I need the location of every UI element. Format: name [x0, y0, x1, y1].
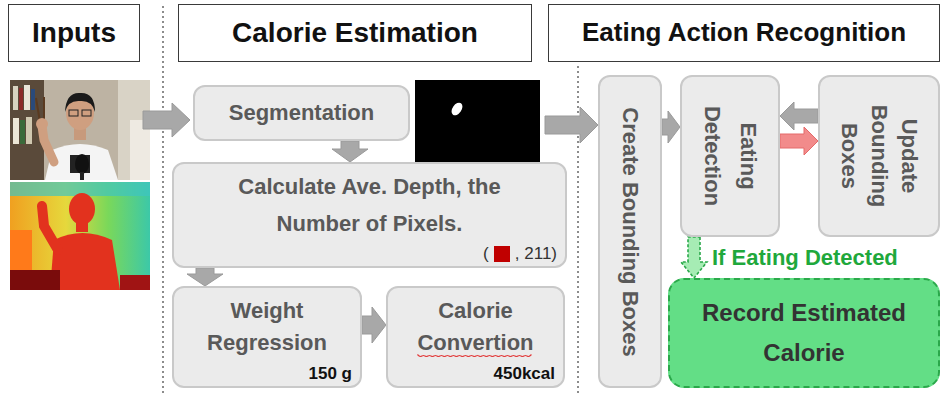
process-label: Update Bounding Boxes — [834, 86, 924, 226]
separator-line — [162, 6, 164, 396]
value-note: , 211) — [515, 244, 557, 264]
section-header: Inputs — [8, 4, 140, 62]
edge-label: If Eating Detected — [710, 245, 900, 271]
process-label: Eating Detection — [694, 86, 766, 226]
glasses — [82, 110, 91, 116]
segmentation-mask — [415, 80, 540, 175]
value-note: 450kcal — [494, 364, 555, 384]
process-label: Create Bounding Boxes — [616, 84, 644, 379]
block-arrow — [545, 107, 598, 143]
depth-person — [69, 193, 95, 225]
chopstick — [43, 97, 45, 121]
raised-arm — [42, 126, 54, 162]
block-arrow — [780, 127, 818, 155]
depth-region — [10, 230, 32, 270]
process-label: Calorie Convertion — [396, 295, 556, 359]
block-arrow — [780, 102, 818, 130]
depth-image — [10, 182, 150, 290]
value-note: ( — [483, 244, 489, 264]
value-note: 150 g — [309, 364, 352, 384]
book — [13, 118, 19, 144]
result-box: Record Estimated Calorie — [668, 278, 940, 388]
color-sample — [494, 246, 510, 262]
header-text: Calorie Estimation — [232, 16, 478, 50]
book — [24, 85, 30, 110]
hair — [65, 93, 95, 112]
hand — [36, 118, 48, 130]
section-header: Eating Action Recognition — [548, 4, 940, 62]
photo-wall — [118, 80, 150, 180]
process-box: Update Bounding Boxes — [818, 75, 940, 237]
condition-arrow — [681, 237, 707, 278]
depth-region — [10, 270, 60, 290]
header-text: Inputs — [32, 16, 116, 50]
book — [19, 88, 23, 110]
block-arrow — [187, 268, 223, 286]
block-arrow — [143, 103, 190, 137]
process-box: Segmentation — [193, 85, 410, 141]
process-box: Calorie Convertion 450kcal — [386, 286, 565, 388]
book — [20, 120, 25, 144]
depth-arm — [42, 206, 58, 250]
depth-person — [50, 233, 120, 290]
book — [26, 117, 32, 144]
microphone — [75, 154, 89, 174]
process-box: Create Bounding Boxes — [598, 75, 662, 388]
mask-blob — [449, 101, 464, 118]
depth-person — [76, 222, 88, 232]
glasses — [69, 110, 78, 116]
block-arrow — [362, 307, 386, 343]
header-text: Eating Action Recognition — [582, 17, 906, 48]
process-box: Weight Regression 150 g — [172, 286, 362, 388]
process-box: Eating Detection — [680, 75, 780, 237]
rgb-photo — [10, 80, 150, 180]
process-label: Calculate Ave. Depth, the Number of Pixe… — [220, 168, 520, 242]
result-label: Record Estimated Calorie — [684, 293, 924, 373]
photo-wall — [10, 80, 150, 180]
section-header: Calorie Estimation — [178, 4, 532, 62]
block-arrow — [662, 111, 680, 143]
book — [13, 86, 18, 110]
depth-region — [120, 275, 150, 290]
shirt-print — [70, 155, 90, 173]
book — [31, 89, 35, 110]
chopstick — [36, 98, 40, 122]
microphone-stand — [80, 172, 84, 180]
block-arrow — [332, 141, 368, 162]
process-box: Calculate Ave. Depth, the Number of Pixe… — [172, 162, 567, 268]
depth-ground — [10, 182, 150, 290]
process-label: Weight Regression — [187, 295, 347, 359]
process-label: Segmentation — [229, 100, 374, 126]
